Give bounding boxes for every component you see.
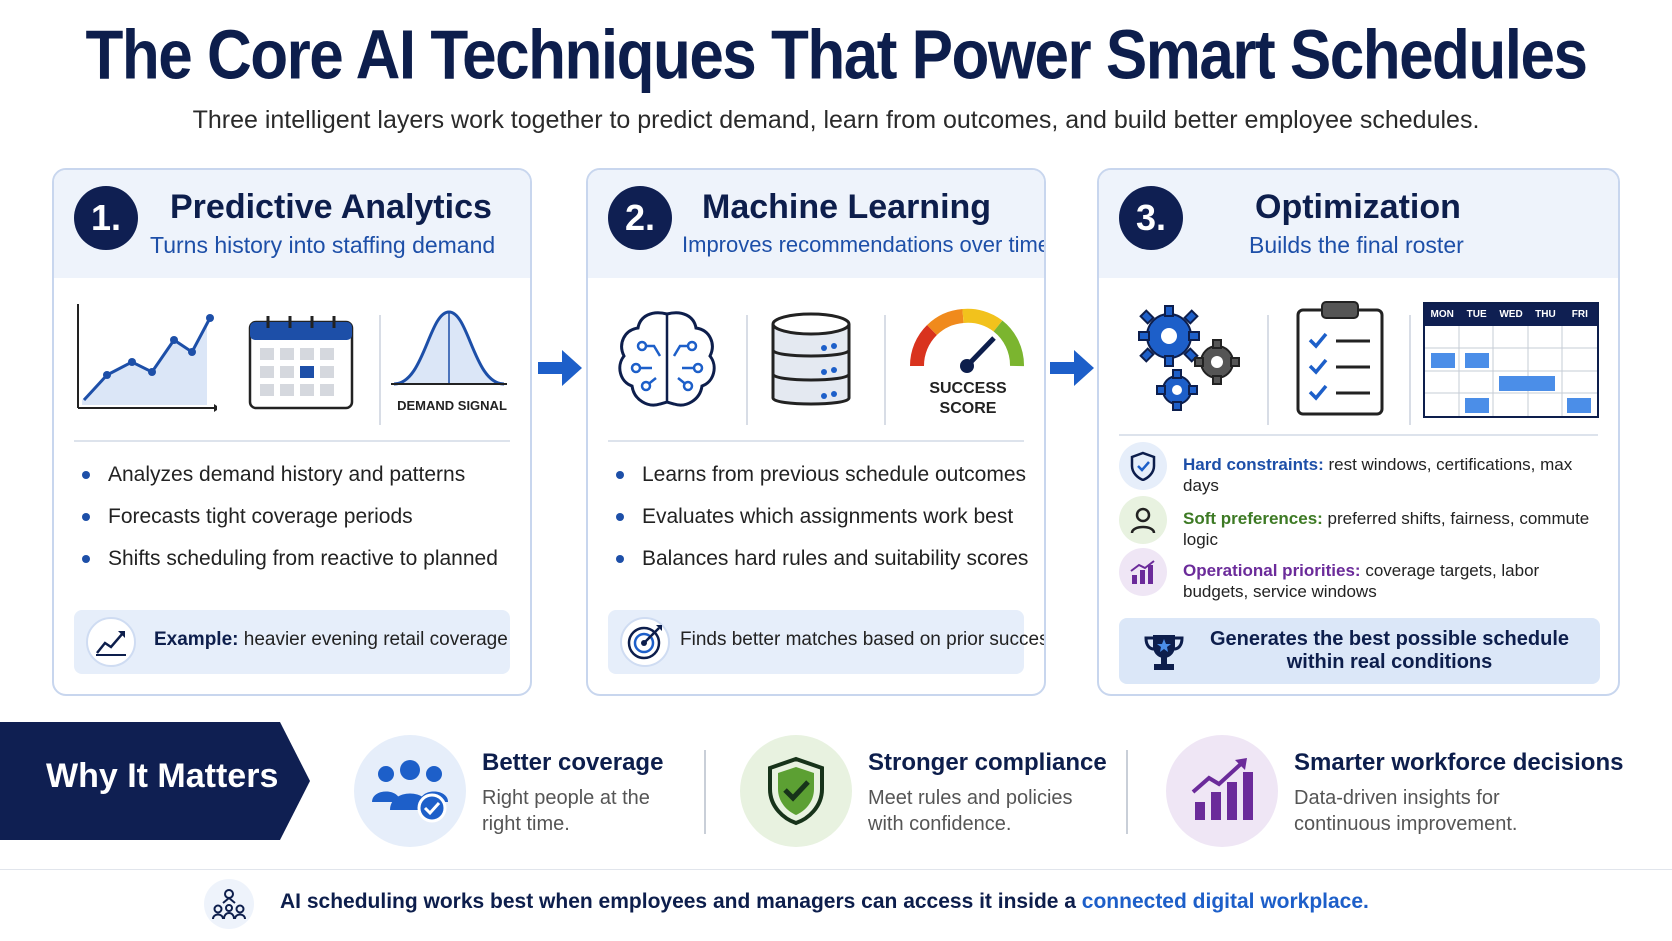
list-item: Forecasts tight coverage periods [78, 504, 520, 546]
database-icon [771, 312, 851, 406]
constraint-label: Soft preferences: [1183, 509, 1323, 528]
benefit-title: Better coverage [482, 749, 664, 776]
example-value: heavier evening retail coverage [238, 629, 508, 650]
list-item: Evaluates which assignments work best [612, 504, 1034, 546]
icon-caption: DEMAND SIGNAL [397, 398, 507, 413]
card-subtitle: Improves recommendations over time [682, 232, 1046, 257]
day-label: FRI [1571, 309, 1588, 320]
step-number: 1. [74, 186, 138, 250]
benefit-description: Meet rules and policies with confidence. [868, 787, 1073, 835]
team-icon [354, 735, 466, 847]
shield-icon [1119, 442, 1167, 490]
trend-chart-icon [86, 617, 136, 667]
final-outcome-text: Generates the best possible schedule wit… [1209, 628, 1569, 673]
icon-divider [1409, 315, 1411, 425]
example-box: Finds better matches based on prior succ… [608, 610, 1044, 674]
final-outcome-box: Generates the best possible schedule wit… [1119, 618, 1600, 684]
constraint-label: Hard constraints: [1183, 455, 1324, 474]
card-divider [608, 440, 1024, 442]
footer-message: AI scheduling works best when employees … [280, 890, 1082, 913]
bullet-list: Learns from previous schedule outcomes E… [612, 462, 1034, 588]
bullet-list: Analyzes demand history and patterns For… [78, 462, 520, 588]
constraint-text: Hard constraints: rest windows, certific… [1183, 454, 1593, 496]
card-subtitle: Turns history into staffing demand [150, 232, 496, 258]
example-label: Example: [154, 629, 239, 650]
constraint-value: coverage targets, labor budgets, service… [1183, 561, 1540, 601]
constraint-text: Soft preferences: preferred shifts, fair… [1183, 508, 1593, 550]
gauge-caption: SCORE [939, 400, 997, 417]
constraint-operational: Operational priorities: coverage targets… [1119, 548, 1608, 610]
list-item: Balances hard rules and suitability scor… [612, 546, 1034, 588]
constraint-text: Operational priorities: coverage targets… [1183, 560, 1593, 602]
day-label: WED [1499, 309, 1523, 320]
list-item: Shifts scheduling from reactive to plann… [78, 546, 520, 588]
card-subtitle: Builds the final roster [1249, 232, 1464, 258]
calendar-header: MON TUE WED THU FRI [1425, 304, 1597, 326]
icon-divider [884, 315, 886, 425]
card-header [1099, 170, 1618, 278]
why-banner [0, 722, 310, 840]
gears-icon [1138, 305, 1240, 411]
line-chart-icon [77, 304, 217, 412]
constraint-value: preferred shifts, fairness, commute logi… [1183, 509, 1590, 549]
page-subtitle: Three intelligent layers work together t… [192, 106, 1480, 134]
footer-text: AI scheduling works best when employees … [280, 890, 1369, 914]
step-number: 2. [608, 186, 672, 250]
card-title: Machine Learning [702, 188, 992, 226]
gauge-icon [909, 308, 1024, 373]
constraint-hard: Hard constraints: rest windows, certific… [1119, 442, 1608, 495]
day-label: THU [1535, 309, 1556, 320]
benefit-title: Smarter workforce decisions [1294, 749, 1624, 776]
icon-row: MON TUE WED THU FRI [1099, 290, 1618, 440]
card-predictive-analytics: 1. Predictive Analytics Turns history in… [52, 168, 532, 696]
icon-row: DEMAND SIGNAL [54, 290, 530, 440]
constraint-value: rest windows, certifications, max days [1183, 455, 1573, 495]
page-title: The Core AI Techniques That Power Smart … [85, 16, 1588, 95]
trophy-icon [1144, 635, 1184, 670]
icon-divider [746, 315, 748, 425]
bell-curve-icon [391, 310, 507, 386]
arrow-right-icon [1050, 350, 1094, 386]
target-icon [620, 617, 670, 667]
day-label: MON [1430, 309, 1454, 320]
step-number: 3. [1119, 186, 1183, 250]
card-machine-learning: 2. Machine Learning Improves recommendat… [586, 168, 1046, 696]
checklist-icon [1296, 301, 1384, 416]
person-icon [1119, 496, 1167, 544]
icon-divider [1267, 315, 1269, 425]
benefit-separator [704, 750, 706, 834]
why-banner-text: Why It Matters [46, 757, 279, 795]
icon-row: SUCCESS SCORE [588, 290, 1044, 440]
icon-divider [379, 315, 381, 425]
card-divider [1119, 434, 1598, 436]
example-box: Example: heavier evening retail coverage [74, 610, 510, 674]
growth-chart-icon [1166, 735, 1278, 847]
calendar-grid [1425, 326, 1597, 416]
shield-check-icon [740, 735, 852, 847]
calendar-icon [248, 316, 354, 410]
constraint-soft: Soft preferences: preferred shifts, fair… [1119, 496, 1608, 549]
benefit-title: Stronger compliance [868, 749, 1107, 776]
example-text: Example: heavier evening retail coverage [154, 629, 508, 651]
benefit-description: Data-driven insights for continuous impr… [1294, 787, 1518, 835]
network-people-icon [204, 879, 254, 929]
benefit-description: Right people at the right time. [482, 787, 650, 835]
card-title: Predictive Analytics [170, 188, 492, 226]
gauge-caption: SUCCESS [929, 380, 1007, 397]
connected-workplace-link[interactable]: connected digital workplace. [1081, 890, 1369, 913]
card-title: Optimization [1255, 188, 1461, 226]
card-divider [74, 440, 510, 442]
footer-divider [0, 869, 1672, 870]
constraint-label: Operational priorities: [1183, 561, 1361, 580]
weekly-calendar: MON TUE WED THU FRI [1423, 302, 1599, 418]
list-item: Analyzes demand history and patterns [78, 462, 520, 504]
example-text: Finds better matches based on prior succ… [680, 629, 1046, 650]
arrow-right-icon [538, 350, 582, 386]
card-optimization: 3. Optimization Builds the final roster [1097, 168, 1620, 696]
day-label: TUE [1466, 309, 1487, 320]
list-item: Learns from previous schedule outcomes [612, 462, 1034, 504]
brain-icon [618, 311, 716, 407]
benefit-separator [1126, 750, 1128, 834]
bar-chart-icon [1119, 548, 1167, 596]
